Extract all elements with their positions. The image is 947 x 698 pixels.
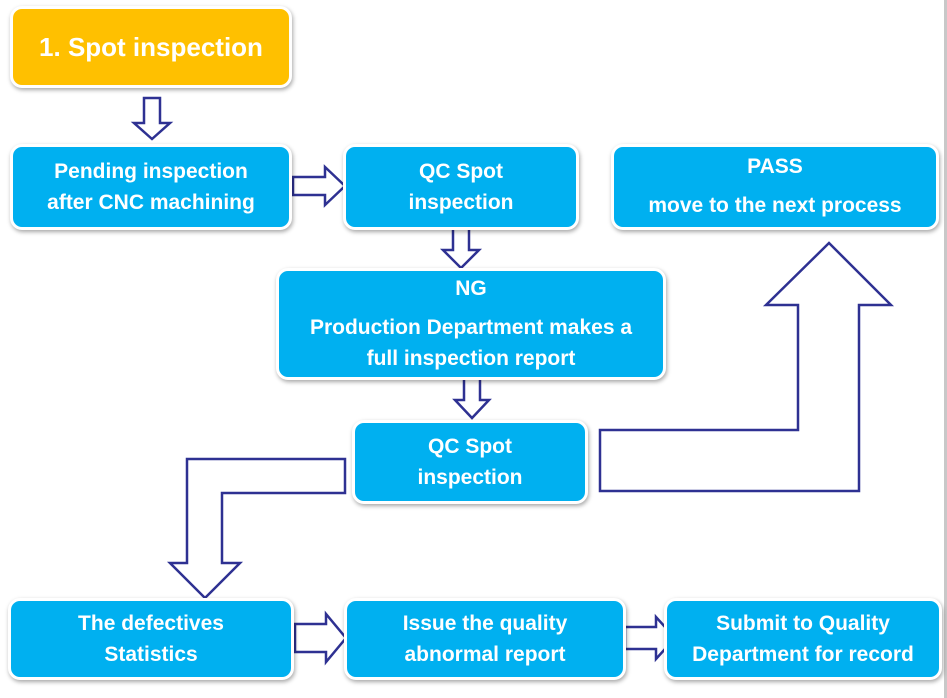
node-text-line: Submit to Quality	[716, 612, 890, 635]
title-box: 1. Spot inspection	[10, 6, 292, 88]
node-submit-quality-department: Submit to Quality Department for record	[664, 598, 942, 680]
node-heading: PASS	[747, 155, 803, 178]
node-defectives-statistics: The defectives Statistics	[8, 598, 294, 680]
node-text-line: inspection	[408, 191, 514, 214]
node-text-line: Pending inspection	[54, 160, 248, 183]
node-pending-inspection: Pending inspection after CNC machining	[10, 144, 292, 230]
node-heading: NG	[455, 277, 487, 300]
node-issue-quality-report: Issue the quality abnormal report	[344, 598, 626, 680]
node-text-line: inspection	[417, 466, 523, 489]
arrow-down-icon	[452, 376, 492, 420]
arrow-down-icon	[439, 225, 483, 270]
node-pass: PASS move to the next process	[611, 144, 939, 230]
node-text-line: move to the next process	[648, 194, 902, 217]
arrow-right-icon	[291, 164, 347, 208]
node-text-line: Issue the quality	[402, 612, 568, 635]
node-ng: NG Production Department makes a full in…	[276, 268, 666, 380]
node-text-line: Production Department makes a	[309, 316, 633, 339]
arrow-elbow-down-icon	[166, 457, 347, 600]
node-qc-spot-inspection-2: QC Spot inspection	[352, 420, 588, 504]
node-text-line: QC Spot	[419, 160, 503, 183]
title-text: 1. Spot inspection	[39, 31, 263, 62]
node-qc-spot-inspection-1: QC Spot inspection	[343, 144, 579, 230]
node-text-line: The defectives	[78, 612, 224, 635]
arrow-down-icon	[130, 96, 174, 141]
node-text-line: Statistics	[104, 643, 198, 666]
node-text-line: after CNC machining	[47, 191, 255, 214]
node-text-line: QC Spot	[428, 435, 512, 458]
node-text-line: abnormal report	[404, 643, 566, 666]
node-text-line: Department for record	[692, 643, 914, 666]
slide-right-border	[944, 0, 947, 698]
node-text-line: full inspection report	[366, 347, 576, 370]
arrow-right-icon	[293, 610, 348, 666]
